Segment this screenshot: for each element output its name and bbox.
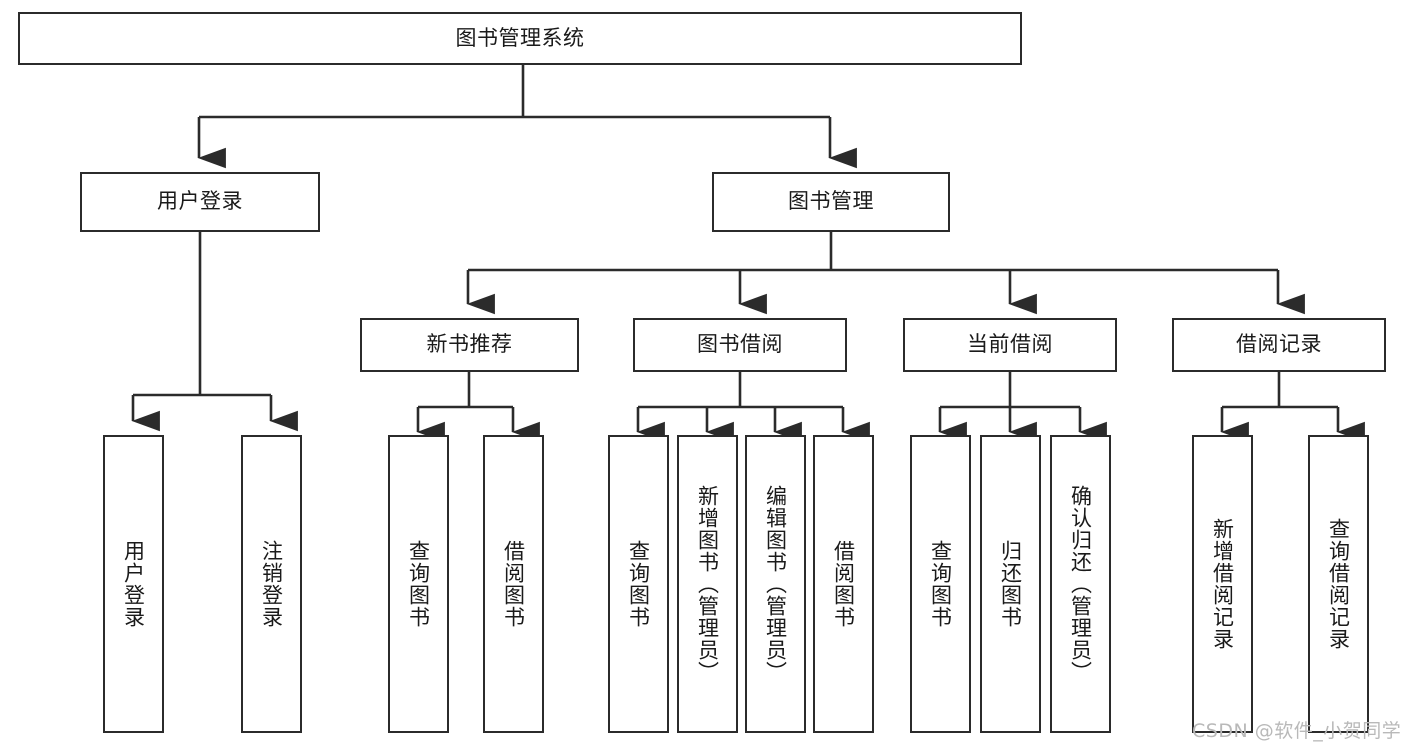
leaf-new-book-borrow-book[interactable]: 借阅图书	[483, 435, 544, 733]
leaf-book-borrow-query-book[interactable]: 查询图书	[608, 435, 669, 733]
node-label: 图书管理	[788, 189, 874, 214]
node-label: 新增借阅记录	[1210, 518, 1235, 650]
node-book-borrow[interactable]: 图书借阅	[633, 318, 847, 372]
leaf-book-borrow-add-book-admin[interactable]: 新增图书（管理员）	[677, 435, 738, 733]
node-label: 新增图书（管理员）	[695, 485, 720, 683]
node-label: 查询借阅记录	[1326, 518, 1351, 650]
node-label: 用户登录	[121, 540, 146, 628]
node-label: 编辑图书（管理员）	[763, 485, 788, 683]
node-label: 注销登录	[259, 540, 284, 628]
leaf-borrow-record-query-record[interactable]: 查询借阅记录	[1308, 435, 1369, 733]
leaf-new-book-query-book[interactable]: 查询图书	[388, 435, 449, 733]
node-label: 用户登录	[157, 189, 243, 214]
node-label: 新书推荐	[426, 332, 513, 357]
node-label: 查询图书	[928, 540, 953, 628]
node-current-borrow[interactable]: 当前借阅	[903, 318, 1117, 372]
node-label: 当前借阅	[967, 332, 1053, 357]
node-label: 确认归还（管理员）	[1068, 485, 1093, 683]
node-label: 归还图书	[998, 540, 1023, 628]
leaf-user-login-logout[interactable]: 注销登录	[241, 435, 302, 733]
node-new-book-recommendation[interactable]: 新书推荐	[360, 318, 579, 372]
node-label: 借阅图书	[501, 540, 526, 628]
node-label: 借阅图书	[831, 540, 856, 628]
leaf-book-borrow-edit-book-admin[interactable]: 编辑图书（管理员）	[745, 435, 806, 733]
node-user-login[interactable]: 用户登录	[80, 172, 320, 232]
watermark-text: CSDN @软件_小贺同学	[1192, 720, 1402, 742]
leaf-user-login-login[interactable]: 用户登录	[103, 435, 164, 733]
node-borrow-record[interactable]: 借阅记录	[1172, 318, 1386, 372]
node-label: 查询图书	[406, 540, 431, 628]
node-book-management[interactable]: 图书管理	[712, 172, 950, 232]
leaf-borrow-record-add-record[interactable]: 新增借阅记录	[1192, 435, 1253, 733]
leaf-book-borrow-borrow-book[interactable]: 借阅图书	[813, 435, 874, 733]
leaf-current-borrow-confirm-return-admin[interactable]: 确认归还（管理员）	[1050, 435, 1111, 733]
node-label: 图书管理系统	[455, 25, 585, 50]
leaf-current-borrow-query-book[interactable]: 查询图书	[910, 435, 971, 733]
leaf-current-borrow-return-book[interactable]: 归还图书	[980, 435, 1041, 733]
node-root-book-management-system[interactable]: 图书管理系统	[18, 12, 1022, 65]
node-label: 借阅记录	[1236, 332, 1322, 357]
node-label: 图书借阅	[697, 332, 783, 357]
node-label: 查询图书	[626, 540, 651, 628]
